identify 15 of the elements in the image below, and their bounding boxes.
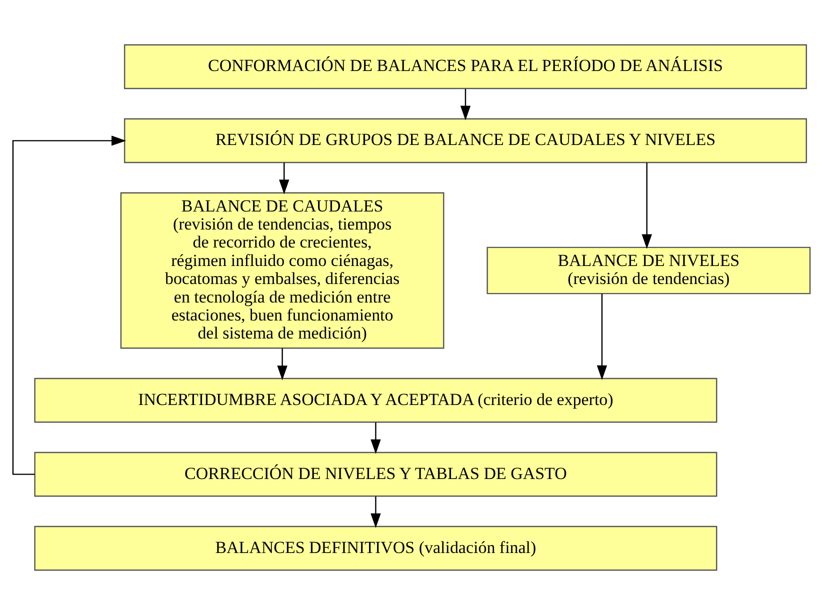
node-box: INCERTIDUMBRE ASOCIADA Y ACEPTADA (criterio de experto): [34, 377, 718, 422]
node-box: BALANCES DEFINITIVOS (validación final): [34, 525, 718, 570]
arrow: [596, 293, 608, 380]
node-box: CORRECCIÓN DE NIVELES Y TABLAS DE GASTO: [34, 451, 718, 496]
arrow: [370, 496, 381, 528]
arrow: [12, 135, 126, 474]
arrow: [277, 348, 288, 380]
arrow: [279, 162, 290, 194]
arrow: [642, 162, 652, 248]
arrow: [370, 422, 381, 454]
node-box: REVISIÓN DE GRUPOS DE BALANCE DE CAUDALES Y NIVELES: [124, 118, 807, 163]
node-box: BALANCE DE NIVELES (revisión de tendencias): [486, 246, 811, 294]
node-box: CONFORMACIÓN DE BALANCES PARA EL PERÍODO DE ANÁLISIS: [124, 44, 807, 89]
node-box: BALANCE DE CAUDALES (revisión de tendencias, tiempos de recorrido de crecientes, régimen influido como ciénagas, bocatomas y embalses, diferencias en tecnología de medición entre estaciones, buen funcionamiento del sistema de medición): [120, 192, 444, 348]
arrow: [460, 88, 471, 120]
